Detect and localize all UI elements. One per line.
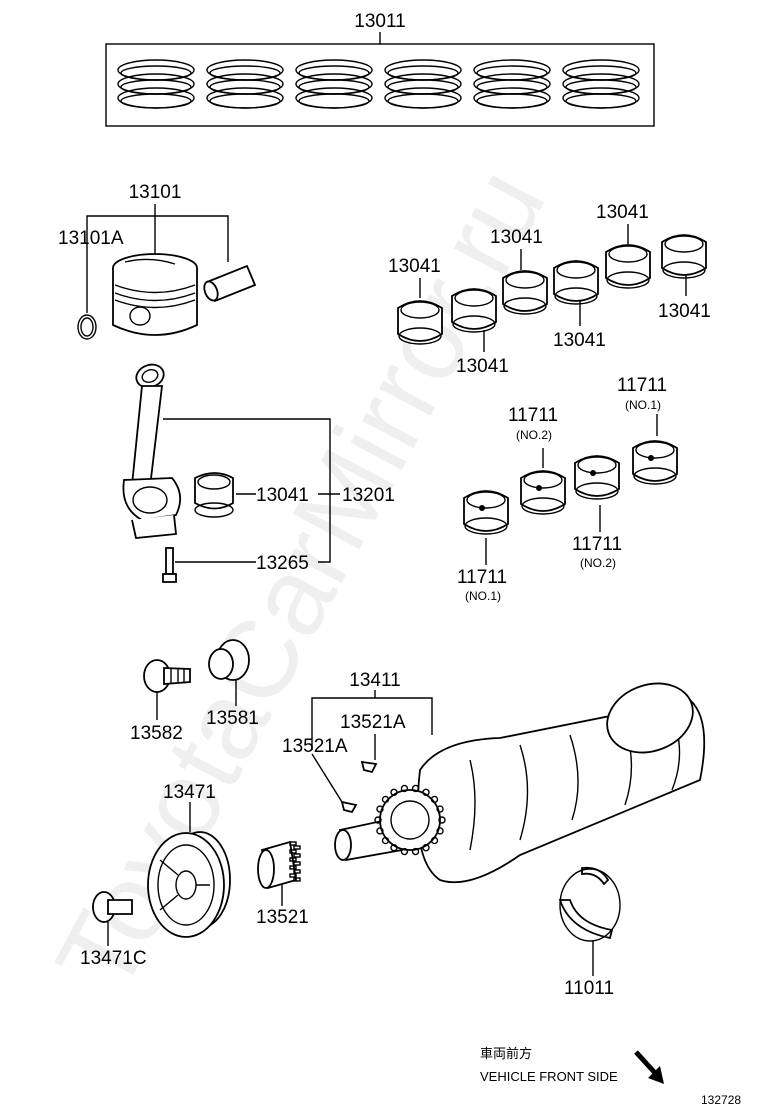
label-13041-rod: 13041 — [256, 485, 309, 506]
front-direction-arrow-icon — [634, 1050, 664, 1084]
piston-ring-set[interactable] — [117, 59, 640, 109]
label-13101: 13101 — [129, 182, 182, 203]
main-bearing-6[interactable] — [661, 234, 707, 279]
label-11711-c-sub: (NO.2) — [580, 556, 616, 570]
figure-id: 132728 — [701, 1093, 741, 1107]
label-13041-c: 13041 — [596, 202, 649, 223]
label-11711-b: 11711 — [508, 405, 558, 426]
label-11711-c: 11711 — [572, 534, 622, 555]
label-11711-a: 11711 — [617, 375, 667, 396]
label-11711-a-sub: (NO.1) — [625, 398, 661, 412]
washer-13581[interactable] — [208, 639, 250, 681]
main-bearing-1[interactable] — [397, 300, 443, 345]
label-11011: 11011 — [564, 978, 614, 999]
label-11711-b-sub: (NO.2) — [516, 428, 552, 442]
main-bearing-2[interactable] — [451, 288, 497, 333]
piston-pin[interactable] — [202, 264, 257, 303]
crank-bearing-1[interactable] — [463, 490, 509, 535]
label-13471c: 13471C — [80, 948, 147, 969]
key-13521a[interactable] — [340, 760, 378, 814]
rod-bolt[interactable] — [162, 547, 177, 583]
label-13041-e: 13041 — [553, 330, 606, 351]
label-13265: 13265 — [256, 553, 309, 574]
crank-bearing-3[interactable] — [574, 455, 620, 500]
crank-timing-gear[interactable] — [257, 840, 301, 890]
main-bearing-5[interactable] — [605, 244, 651, 289]
thrust-washer[interactable] — [558, 866, 621, 942]
label-13581: 13581 — [206, 708, 259, 729]
snap-ring[interactable] — [77, 314, 97, 340]
crank-bearing-group — [463, 440, 678, 535]
label-13041-d: 13041 — [456, 356, 509, 377]
crank-bearing-4[interactable] — [632, 440, 678, 485]
label-13041-a: 13041 — [388, 256, 441, 277]
crankshaft[interactable] — [334, 672, 706, 884]
vehicle-front-en: VEHICLE FRONT SIDE — [480, 1069, 618, 1084]
label-13411: 13411 — [349, 670, 400, 691]
label-13471: 13471 — [163, 782, 216, 803]
label-11711-d-sub: (NO.1) — [465, 589, 501, 603]
label-13101a: 13101A — [58, 228, 124, 249]
label-11711-d: 11711 — [457, 567, 507, 588]
ring-set-frame — [105, 43, 655, 127]
main-bearing-3[interactable] — [502, 270, 548, 315]
rod-bearing[interactable] — [194, 472, 234, 518]
label-13041-f: 13041 — [658, 301, 711, 322]
label-13041-b: 13041 — [490, 227, 543, 248]
label-13201: 13201 — [342, 485, 395, 506]
label-13521a-left: 13521A — [282, 736, 348, 757]
pulley-bolt[interactable] — [92, 891, 133, 923]
connecting-rod[interactable] — [122, 361, 182, 539]
label-13011: 13011 — [354, 11, 405, 32]
crank-bearing-2[interactable] — [520, 470, 566, 515]
main-bearing-group — [397, 234, 707, 345]
crank-pulley[interactable] — [147, 831, 231, 938]
vehicle-front-jp: 車両前方 — [480, 1046, 532, 1061]
label-13582: 13582 — [130, 723, 183, 744]
piston[interactable] — [112, 253, 198, 336]
main-bearing-4[interactable] — [553, 260, 599, 305]
label-13521a-right: 13521A — [340, 712, 406, 733]
label-13521: 13521 — [256, 907, 309, 928]
